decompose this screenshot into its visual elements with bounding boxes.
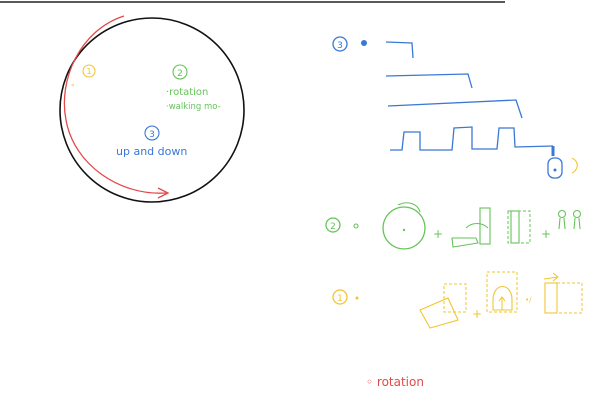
- yellow-tilted-box: [419, 297, 459, 329]
- green-leg: [479, 207, 491, 245]
- green-body-1: [558, 217, 566, 230]
- green-text-rotation: ·rotation: [166, 87, 208, 98]
- footer-rotation-text: ◦ rotation: [366, 375, 424, 389]
- blue-step-2: [385, 73, 473, 89]
- blue-figure-dot: [553, 168, 557, 172]
- blue-square-wave: [390, 126, 554, 151]
- yellow-dashed-box-3: [556, 282, 583, 314]
- yellow-circle-1: [82, 64, 96, 78]
- blue-text-up-and-down: up and down: [116, 145, 187, 158]
- yellow-number-1: 1: [86, 67, 91, 76]
- green-head-2: [572, 209, 582, 219]
- green-wheel-arrow: [397, 202, 421, 213]
- green-circle-2: [172, 64, 188, 80]
- green-plus-2: +: [541, 227, 551, 241]
- green-row-circle-2: [325, 217, 341, 233]
- yellow-tick-marks: •/: [525, 296, 532, 304]
- green-text-walking: ·walking mo-: [166, 102, 221, 112]
- blue-circle-3: [144, 125, 160, 141]
- green-wheel-center: [402, 228, 406, 232]
- row-2-green: 2 + +: [325, 202, 582, 250]
- blue-step-3: [387, 99, 523, 119]
- yellow-tick: ": [71, 83, 75, 92]
- row-3-blue: 3: [332, 36, 578, 179]
- green-body-2: [573, 217, 581, 230]
- green-row-number-2: 2: [330, 222, 336, 232]
- green-number-2: 2: [177, 69, 183, 79]
- big-circle: [59, 17, 245, 203]
- yellow-leg: [544, 282, 558, 314]
- blue-step-1: [385, 41, 414, 59]
- blue-number-3: 3: [149, 130, 155, 140]
- green-small-dot: [353, 223, 359, 229]
- yellow-plus: +: [472, 307, 482, 321]
- yellow-row-circle-1: [332, 289, 348, 305]
- blue-figure-body: [547, 157, 563, 179]
- blue-dot: [361, 40, 367, 46]
- circle-diagram: 1 " 2 ·rotation ·walking mo- 3 up and do…: [59, 15, 245, 203]
- green-plus-1: +: [433, 227, 443, 241]
- yellow-dashed-box-1: [443, 283, 467, 313]
- blue-row-circle-3: [332, 36, 348, 52]
- yellow-up-arrow: [498, 296, 506, 310]
- green-wheel: [382, 206, 426, 250]
- yellow-dot: [355, 296, 359, 300]
- red-arrow-head: [157, 187, 170, 199]
- yellow-small-arrow: [571, 157, 578, 174]
- yellow-row-number-1: 1: [337, 294, 343, 304]
- yellow-arch: [492, 285, 513, 311]
- yellow-right-arrow: [543, 272, 559, 282]
- blue-row-number-3: 3: [337, 41, 343, 51]
- red-rotation-arc: [63, 15, 167, 194]
- green-inner-leg: [510, 210, 520, 244]
- green-curve-arrow: [465, 222, 489, 229]
- green-head-1: [557, 209, 567, 219]
- yellow-dashed-box-2: [486, 271, 518, 313]
- green-foot: [451, 237, 479, 248]
- row-1-yellow: 1 + •/: [332, 271, 583, 329]
